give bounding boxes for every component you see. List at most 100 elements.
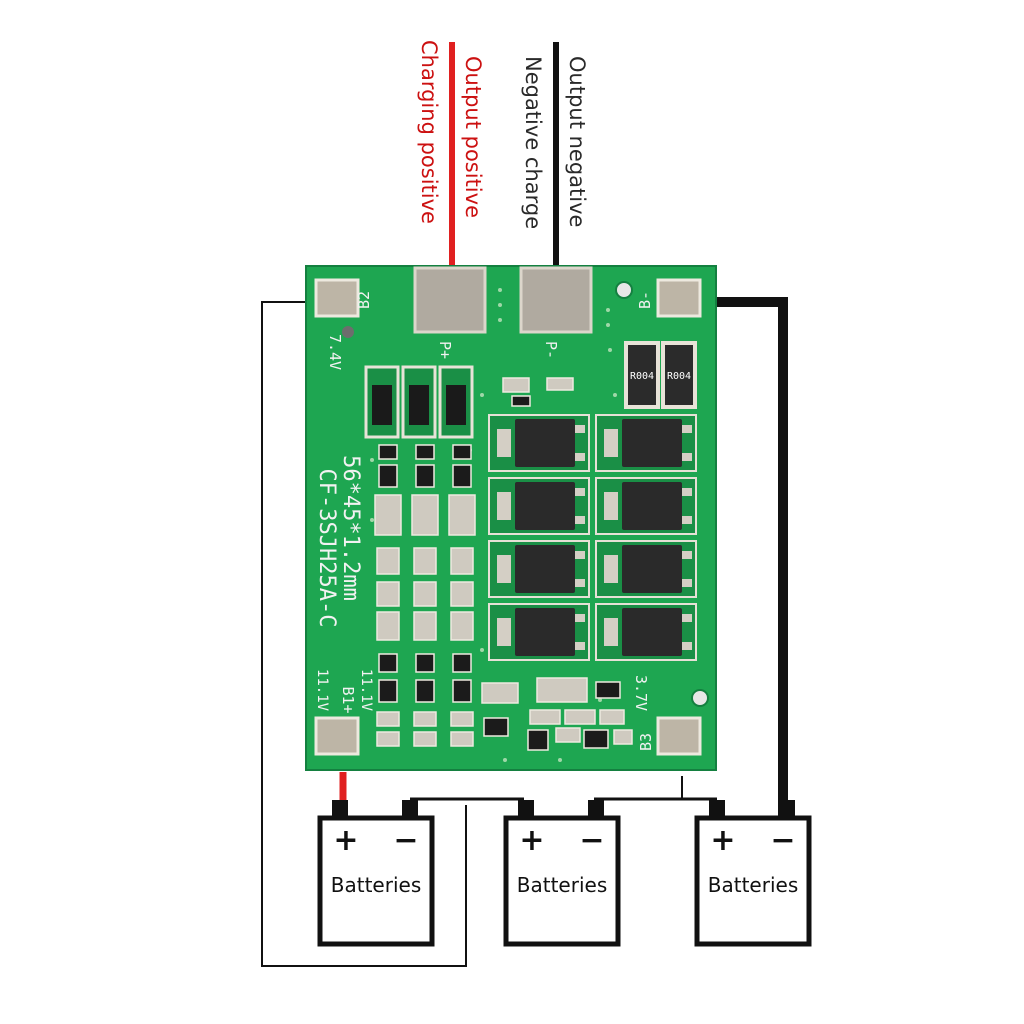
smd-part — [450, 731, 474, 747]
battery-negative-terminal — [402, 800, 418, 818]
output-negative-label: Output negative — [565, 56, 589, 228]
battery-minus-sign: − — [579, 823, 604, 858]
battery-negative-terminal — [779, 800, 795, 818]
smd-part — [376, 547, 400, 575]
smd-part — [413, 611, 437, 641]
pcb-via — [558, 758, 562, 762]
battery-positive-terminal — [332, 800, 348, 818]
b2-sense-wire — [261, 301, 467, 967]
pcb-via — [606, 308, 610, 312]
smd-part — [450, 611, 474, 641]
smd-part — [555, 727, 581, 743]
battery-plus-sign: + — [519, 823, 544, 858]
b-minus-wire — [700, 297, 788, 822]
silk-model: CF-3SJH25A-C — [314, 469, 339, 628]
smd-part — [502, 377, 530, 393]
pcb-via — [498, 318, 502, 322]
b1-pad — [314, 716, 360, 756]
resistor-1-label: R004 — [630, 371, 654, 382]
silk-p-plus: P+ — [436, 341, 454, 359]
smd-part — [411, 494, 439, 536]
smd-part — [595, 681, 621, 699]
silk-dimensions: 56*45*1.2mm — [338, 455, 363, 601]
pcb-via — [480, 648, 484, 652]
smd-part — [413, 581, 437, 607]
mount-hole-bottom — [691, 689, 709, 707]
smd-part — [546, 377, 574, 391]
smd-part — [613, 729, 633, 745]
sense-resistor-2 — [661, 341, 697, 409]
smd-part — [415, 464, 435, 488]
pcb-via — [606, 323, 610, 327]
mosfet — [488, 477, 590, 535]
smd-part — [511, 395, 531, 407]
mosfet — [595, 414, 697, 472]
sense-wires — [261, 301, 683, 967]
mosfet — [488, 540, 590, 598]
smd-part — [452, 679, 472, 703]
pcb-via — [503, 758, 507, 762]
smd-part — [376, 731, 400, 747]
smd-part — [415, 679, 435, 703]
test-point — [342, 326, 354, 338]
smd-part — [483, 717, 509, 737]
silk-p-minus: P- — [542, 341, 560, 359]
battery-plus-sign: + — [333, 823, 358, 858]
b-minus-pad — [656, 278, 702, 318]
pcb-via — [370, 518, 374, 522]
smd-part — [564, 709, 596, 725]
smd-part — [376, 611, 400, 641]
smd-part — [599, 709, 625, 725]
pcb-via — [370, 458, 374, 462]
battery-label: Batteries — [517, 873, 607, 897]
silk-b2: B2 — [355, 291, 373, 309]
smd-part — [448, 494, 476, 536]
mosfet — [488, 603, 590, 661]
smd-part — [536, 677, 588, 703]
battery-positive-terminal — [709, 800, 725, 818]
charging-positive-label: Charging positive — [417, 40, 441, 224]
battery: +−Batteries — [317, 800, 435, 947]
mosfet — [488, 414, 590, 472]
battery: +−Batteries — [694, 800, 812, 947]
b3-pad — [656, 716, 702, 756]
mosfet-array — [488, 414, 697, 661]
battery-minus-sign: − — [770, 823, 795, 858]
smd-part — [378, 679, 398, 703]
silk-b3: B3 — [637, 733, 655, 751]
sense-resistor-1 — [624, 341, 660, 409]
smd-part — [452, 444, 472, 460]
battery: +− Batteries — [503, 800, 621, 947]
smd-part — [450, 547, 474, 575]
battery-positive-terminal — [518, 800, 534, 818]
smd-part — [374, 494, 402, 536]
smd-part — [529, 709, 561, 725]
battery-negative-terminal — [588, 800, 604, 818]
mosfet — [595, 477, 697, 535]
silk-11-1v-b: 11.1V — [358, 669, 374, 712]
mount-hole-top — [615, 281, 633, 299]
smd-part — [452, 653, 472, 673]
smd-part — [378, 444, 398, 460]
silk-3-7v: 3.7V — [632, 675, 650, 711]
smd-part — [413, 711, 437, 727]
smd-part — [413, 731, 437, 747]
smd-part — [527, 729, 549, 751]
smd-part — [452, 464, 472, 488]
pcb-via — [613, 393, 617, 397]
smd-part — [376, 581, 400, 607]
mosfet — [595, 603, 697, 661]
output-positive-label: Output positive — [461, 56, 485, 218]
resistor-2-label: R004 — [667, 371, 691, 382]
small-components — [374, 377, 633, 751]
balance-resistors — [364, 365, 474, 439]
battery-label: Batteries — [331, 873, 421, 897]
p-minus-pad — [519, 266, 593, 334]
smd-part — [415, 653, 435, 673]
pcb-via — [498, 288, 502, 292]
p-plus-pad — [413, 266, 487, 334]
negative-charge-label: Negative charge — [521, 56, 545, 230]
pcb-via — [480, 393, 484, 397]
pcb-via — [608, 348, 612, 352]
